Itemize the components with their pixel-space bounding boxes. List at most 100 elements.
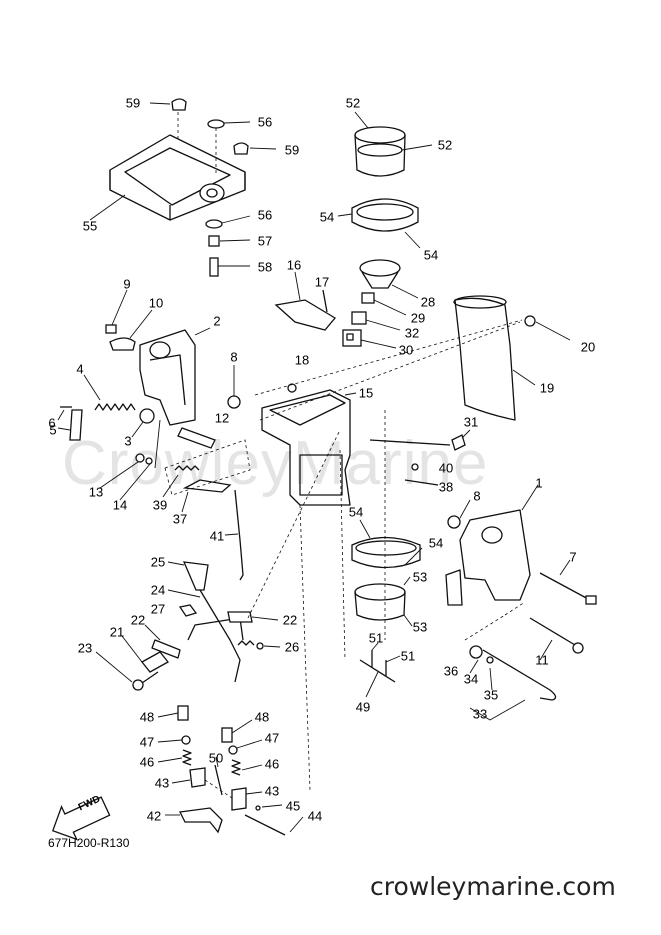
callout-46: 46 (264, 756, 280, 772)
bushing-8[interactable] (227, 365, 241, 409)
callout-53: 53 (412, 569, 428, 585)
steering-bracket-55[interactable] (109, 134, 246, 221)
screw-20[interactable] (524, 315, 571, 341)
lever-37[interactable] (181, 479, 232, 513)
lever-21[interactable] (121, 635, 169, 673)
washer-10[interactable] (109, 309, 153, 351)
washer-47b[interactable] (228, 739, 263, 755)
holder-30[interactable] (342, 329, 397, 349)
callout-4: 4 (76, 361, 84, 377)
washer-3[interactable] (131, 408, 155, 438)
callout-31: 31 (463, 414, 479, 430)
bushing-53[interactable] (354, 576, 413, 627)
clip-32[interactable] (351, 311, 401, 331)
callout-40: 40 (438, 460, 454, 476)
callout-54: 54 (423, 247, 439, 263)
cap-59[interactable] (149, 98, 187, 140)
clip-48a[interactable] (157, 705, 189, 721)
callout-54: 54 (319, 209, 335, 225)
bushing-56[interactable] (207, 119, 251, 175)
bushing-54[interactable] (337, 198, 421, 249)
rod-50[interactable] (214, 756, 223, 796)
rod-38[interactable] (404, 479, 439, 486)
clamp-bracket-2[interactable] (139, 327, 211, 426)
nut-57[interactable] (208, 235, 251, 247)
spring-4[interactable] (83, 374, 136, 411)
callout-18: 18 (294, 352, 310, 368)
callout-41: 41 (209, 528, 225, 544)
bracket-22a[interactable] (144, 624, 181, 659)
tube-12[interactable] (177, 427, 216, 449)
callout-12: 12 (214, 410, 230, 426)
shaft-49[interactable] (359, 659, 396, 698)
washer-47a[interactable] (157, 735, 191, 745)
callout-59: 59 (125, 95, 141, 111)
knob-25[interactable] (167, 561, 209, 591)
callout-43: 43 (264, 783, 280, 799)
callout-11: 11 (535, 652, 549, 668)
plate-22b[interactable] (227, 611, 279, 623)
callout-25: 25 (150, 554, 166, 570)
thrust-rod-33[interactable] (469, 645, 557, 721)
callout-17: 17 (314, 274, 330, 290)
rod-41[interactable] (224, 489, 244, 581)
callout-54: 54 (428, 535, 444, 551)
washer-14[interactable] (145, 457, 153, 465)
callout-56: 56 (257, 207, 273, 223)
site-footer: crowleymarine.com (370, 872, 616, 901)
callout-33: 33 (472, 706, 488, 722)
callout-43: 43 (154, 775, 170, 791)
callout-53: 53 (412, 619, 428, 635)
cover-19[interactable] (453, 295, 536, 421)
fwd-arrow-icon (51, 796, 111, 841)
callout-30: 30 (398, 342, 414, 358)
bolt-11[interactable] (529, 617, 584, 661)
rod-24[interactable] (167, 589, 244, 683)
handle-5[interactable] (57, 409, 83, 441)
bushing-52[interactable] (354, 111, 433, 177)
bushing-56b[interactable] (205, 215, 251, 229)
grease-18[interactable] (287, 383, 297, 393)
spring-46b[interactable] (231, 759, 263, 776)
pin-17[interactable] (322, 289, 328, 313)
pin-44[interactable] (244, 814, 304, 836)
swivel-bracket-15[interactable] (261, 389, 357, 506)
callout-8: 8 (230, 349, 238, 365)
bushing-54-lower[interactable] (351, 519, 423, 569)
clip-29[interactable] (361, 292, 407, 316)
knob-6[interactable] (57, 406, 72, 421)
callout-34: 34 (463, 671, 479, 687)
pin-51[interactable] (371, 642, 401, 676)
link-42[interactable] (165, 807, 223, 834)
callout-45: 45 (285, 798, 301, 814)
callout-47: 47 (139, 734, 155, 750)
callout-55: 55 (82, 218, 98, 234)
nut-13[interactable] (135, 453, 145, 463)
pin-45[interactable] (255, 804, 283, 811)
spring-46a[interactable] (157, 749, 192, 766)
bolt-9[interactable] (105, 289, 128, 334)
bracket-43a[interactable] (171, 767, 206, 788)
nut-40[interactable] (411, 463, 419, 471)
bushing-8b[interactable] (447, 499, 471, 529)
bolt-7[interactable] (539, 559, 597, 605)
spring-27[interactable] (178, 604, 198, 617)
clamp-28[interactable] (359, 259, 419, 299)
bolt-58[interactable] (209, 257, 250, 277)
spring-39[interactable] (162, 465, 200, 498)
plate-16[interactable] (274, 271, 336, 331)
clip-48b[interactable] (221, 719, 253, 743)
bolt-31[interactable] (369, 429, 471, 451)
callout-3: 3 (124, 433, 132, 449)
callout-54: 54 (348, 504, 364, 520)
callout-5: 5 (49, 422, 57, 438)
callout-28: 28 (420, 294, 436, 310)
clamp-bracket-1[interactable] (445, 484, 539, 606)
spring-26[interactable] (237, 640, 281, 650)
callout-23: 23 (77, 640, 93, 656)
callout-22: 22 (130, 612, 146, 628)
cap-59b[interactable] (233, 142, 277, 155)
bolt-23[interactable] (95, 651, 159, 691)
callout-47: 47 (264, 730, 280, 746)
bracket-43b[interactable] (231, 787, 263, 811)
